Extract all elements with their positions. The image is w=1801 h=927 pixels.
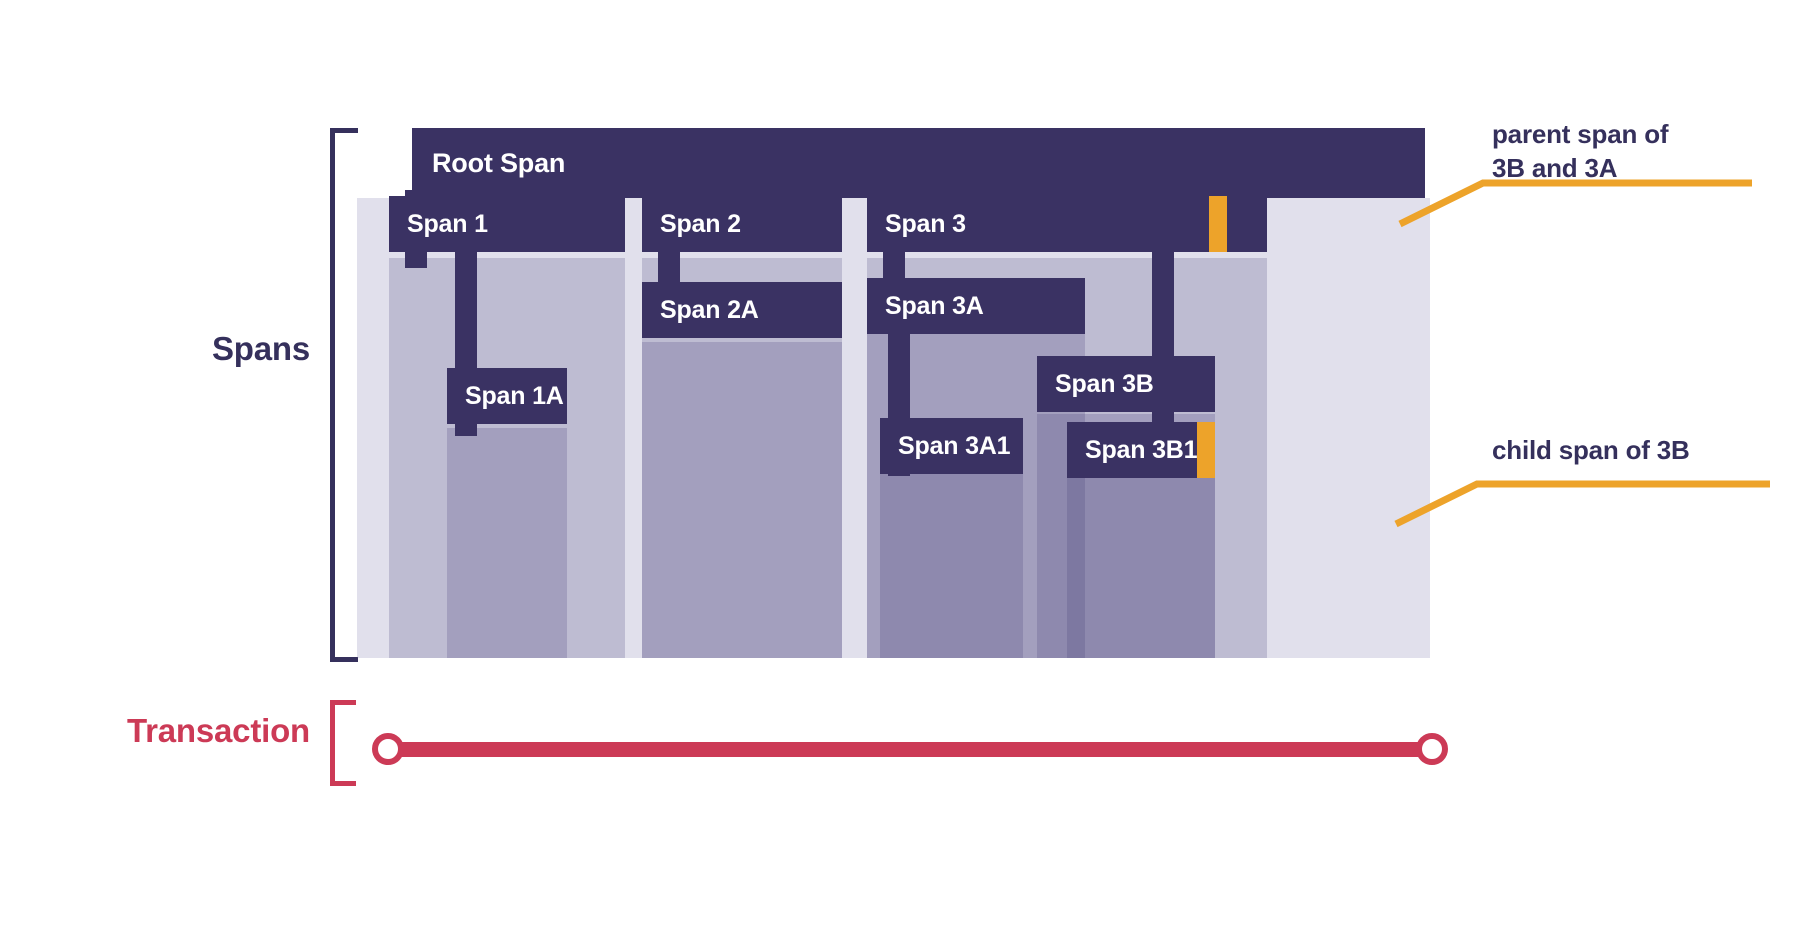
marker-parent-span [1209,196,1227,252]
span-3b1-body [1067,474,1215,658]
span-bar-span-3b[interactable]: Span 3B [1037,356,1215,412]
callout-child-span-text: child span of 3B [1492,435,1690,465]
spans-label: Spans [211,330,310,367]
span-1-body [389,258,625,658]
transaction-bracket [330,700,356,786]
span-bar-span-1a[interactable]: Span 1A [447,368,567,424]
span-bar-span-2[interactable]: Span 2 [642,196,842,252]
span-bar-span-3a1[interactable]: Span 3A1 [880,418,1023,474]
transaction-end-dot [1416,733,1448,765]
span-bar-root[interactable]: Root Span [412,128,1425,198]
connector-span-3-to-3b [1152,246,1174,386]
transaction-label: Transaction [126,712,310,749]
span-bar-span-3[interactable]: Span 3 [867,196,1267,252]
span-tree: Root Span Span 1 Span 1A Span 2 Span 2A … [357,128,1430,658]
marker-child-span [1197,422,1215,478]
span-bar-span-3b1[interactable]: Span 3B1 [1067,422,1215,478]
callout-parent-span-text: parent span of 3B and 3A [1492,119,1669,183]
leader-line-child [1394,480,1770,528]
span-bar-span-3a[interactable]: Span 3A [867,278,1085,334]
span-bar-span-1[interactable]: Span 1 [389,196,625,252]
leader-line-parent [1398,179,1752,228]
span-1a-body [447,428,567,658]
span-2a-body [642,342,842,658]
spans-bracket [330,128,358,662]
span-bar-span-2a[interactable]: Span 2A [642,282,842,338]
transaction-bar [372,726,1448,772]
transaction-start-dot [372,733,404,765]
span-3a1-body [880,468,1023,658]
transaction-line [388,742,1432,757]
